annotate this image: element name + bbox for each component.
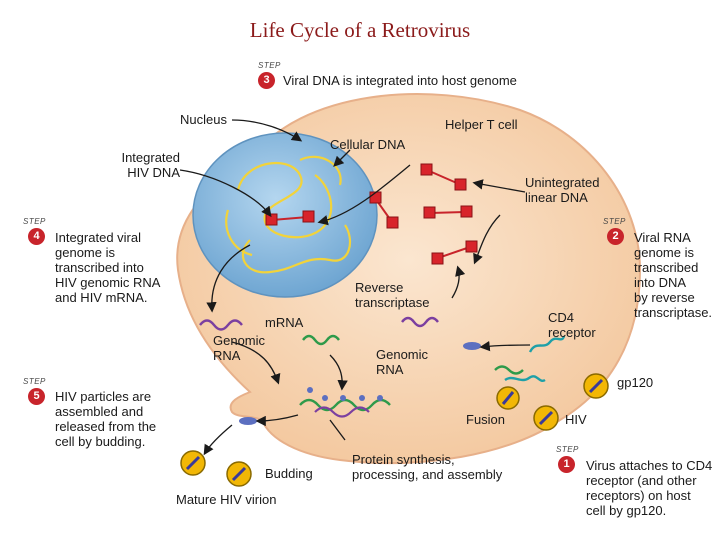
step-4-badge: 4 — [28, 228, 45, 245]
protein-synthesis-line: processing, and assembly — [352, 467, 503, 482]
protein-synthesis-line: Protein synthesis, — [352, 452, 455, 467]
cd4-receptor-line: receptor — [548, 325, 596, 340]
step-4-word: STEP — [23, 217, 46, 226]
fusion-receptor — [504, 375, 546, 383]
step-4-line: and HIV mRNA. — [55, 290, 148, 305]
step-2-line: by reverse — [634, 290, 695, 305]
step-5-badge: 5 — [28, 388, 45, 405]
step-3-text: Viral DNA is integrated into host genome — [283, 73, 517, 88]
budding-vesicle — [239, 417, 257, 425]
step-1-line: cell by gp120. — [586, 503, 667, 518]
step-3-word: STEP — [258, 61, 281, 70]
genomic-rna-left-line: RNA — [213, 348, 241, 363]
step-1-line: receptors) on host — [586, 488, 691, 503]
step-5-line: HIV particles are — [55, 389, 152, 404]
unintegrated-dna-label: Unintegrated linear DNA — [525, 175, 599, 205]
genomic-rna-left-label: Genomic RNA — [213, 333, 265, 363]
genomic-rna-right-line: Genomic — [376, 347, 429, 362]
step-2-line: transcribed — [634, 260, 699, 275]
cd4-receptor-line: CD4 — [548, 310, 575, 325]
genomic-rna-right-line: RNA — [376, 362, 404, 377]
step-2-text: Viral RNA genome is transcribed into DNA… — [634, 230, 712, 320]
step-2-line: transcriptase. — [634, 305, 713, 320]
fusion-label: Fusion — [466, 412, 506, 427]
step-3-line: Viral DNA is integrated into host genome — [283, 73, 517, 88]
integrated-hiv-dna-line: HIV DNA — [127, 165, 180, 180]
mrna-label: mRNA — [265, 315, 304, 330]
hiv-label: HIV — [565, 412, 587, 427]
step-4-line: genome is — [55, 245, 115, 260]
genomic-rna-right-label: Genomic RNA — [376, 347, 428, 377]
step-2-line: into DNA — [634, 275, 687, 290]
step-5-line: released from the — [55, 419, 157, 434]
step-4-line: Integrated viral — [55, 230, 141, 245]
step-2-word: STEP — [603, 217, 626, 226]
step-5-word: STEP — [23, 377, 46, 386]
unintegrated-dna-line: linear DNA — [525, 190, 588, 205]
step-3-badge: 3 — [258, 72, 275, 89]
virion-gp120 — [583, 373, 609, 399]
step-1-line: receptor (and other — [586, 473, 697, 488]
protein-synthesis-label: Protein synthesis, processing, and assem… — [352, 452, 502, 482]
step-5-line: cell by budding. — [55, 434, 146, 449]
step-2-line: genome is — [634, 245, 694, 260]
cellular-dna-label: Cellular DNA — [330, 137, 406, 152]
unintegrated-dna-line: Unintegrated — [525, 175, 600, 190]
cd4-receptor — [528, 335, 566, 353]
assembly-dots — [307, 387, 383, 401]
reverse-transcriptase-label: Reverse transcriptase — [355, 280, 429, 310]
reverse-transcriptase-line: transcriptase — [355, 295, 430, 310]
step-1-line: Virus attaches to CD4 — [586, 458, 713, 473]
gp120-label: gp120 — [617, 375, 654, 390]
incoming-rna-strand — [494, 365, 524, 375]
virion-fusion — [496, 386, 520, 410]
step-1-text: Virus attaches to CD4 receptor (and othe… — [586, 458, 712, 518]
step-5-text: HIV particles are assembled and released… — [55, 389, 156, 449]
mature-virion-label: Mature HIV virion — [176, 492, 277, 507]
budding-label: Budding — [265, 466, 313, 481]
entry-vesicle — [463, 342, 481, 350]
flow-arrows — [179, 119, 531, 456]
step-2-line: Viral RNA — [634, 230, 691, 245]
step-1-word: STEP — [556, 445, 579, 454]
genomic-rna-strand — [302, 334, 340, 346]
virion-hiv — [533, 405, 559, 431]
integrated-hiv-dna-label: Integrated HIV DNA — [100, 150, 180, 180]
genomic-rna-left-line: Genomic — [213, 333, 266, 348]
reverse-transcriptase-line: Reverse — [355, 280, 404, 295]
virion-budding — [226, 461, 252, 487]
helper-t-cell-label: Helper T cell — [445, 117, 518, 132]
reverse-transcriptase-rna — [401, 316, 439, 328]
step-4-line: HIV genomic RNA — [55, 275, 161, 290]
cd4-receptor-label: CD4 receptor — [548, 310, 596, 340]
nucleus-shape — [192, 132, 378, 298]
integrated-hiv-dna-line: Integrated — [121, 150, 180, 165]
step-4-text: Integrated viral genome is transcribed i… — [55, 230, 160, 305]
virion-mature — [180, 450, 206, 476]
step-5-line: assembled and — [55, 404, 144, 419]
step-1-badge: 1 — [558, 456, 575, 473]
step-2-badge: 2 — [607, 228, 624, 245]
mrna-strand-left — [199, 319, 243, 331]
diagram-title: Life Cycle of a Retrovirus — [249, 18, 471, 42]
protein-synthesis-mrna — [314, 406, 370, 418]
nucleus-label: Nucleus — [180, 112, 227, 127]
step-4-line: transcribed into — [55, 260, 144, 275]
